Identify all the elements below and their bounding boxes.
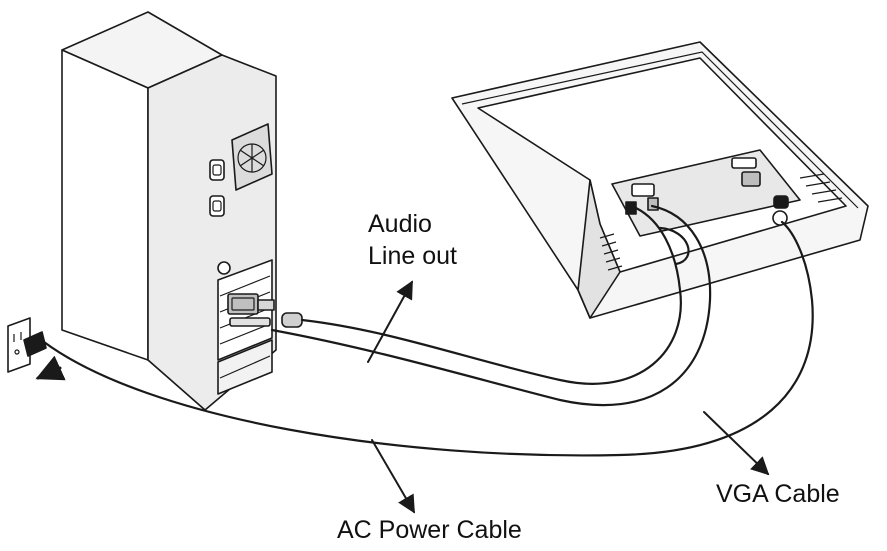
wall-outlet-icon <box>7 317 47 373</box>
pc-vga-plug-icon <box>227 293 275 327</box>
ac-power-cable-line <box>42 220 814 457</box>
psu-socket-icon <box>209 159 225 217</box>
fan-vent-icon <box>231 123 273 191</box>
direction-arrow-icon <box>35 355 66 381</box>
ferrite-bead-icon <box>281 312 303 328</box>
expansion-slots <box>217 259 273 395</box>
lcd-monitor-icon <box>451 41 869 319</box>
pc-tower-icon <box>61 11 303 411</box>
audio-callout-arrow <box>367 280 413 363</box>
audio-cable-line <box>300 206 682 385</box>
cables <box>42 204 814 457</box>
vga-cable-line <box>270 204 712 407</box>
port-knob-icon <box>217 261 231 275</box>
vga-label: VGA Cable <box>716 480 840 508</box>
audio-label-line2: Line out <box>368 242 457 270</box>
audio-label-line1: Audio <box>368 210 432 238</box>
ac-power-label: AC Power Cable <box>337 516 522 544</box>
callout-arrows <box>367 280 770 514</box>
monitor-vent-icon <box>599 173 843 271</box>
ac-power-callout-arrow <box>371 439 415 514</box>
monitor-ports-icon <box>625 157 789 226</box>
vga-callout-arrow <box>703 411 770 476</box>
